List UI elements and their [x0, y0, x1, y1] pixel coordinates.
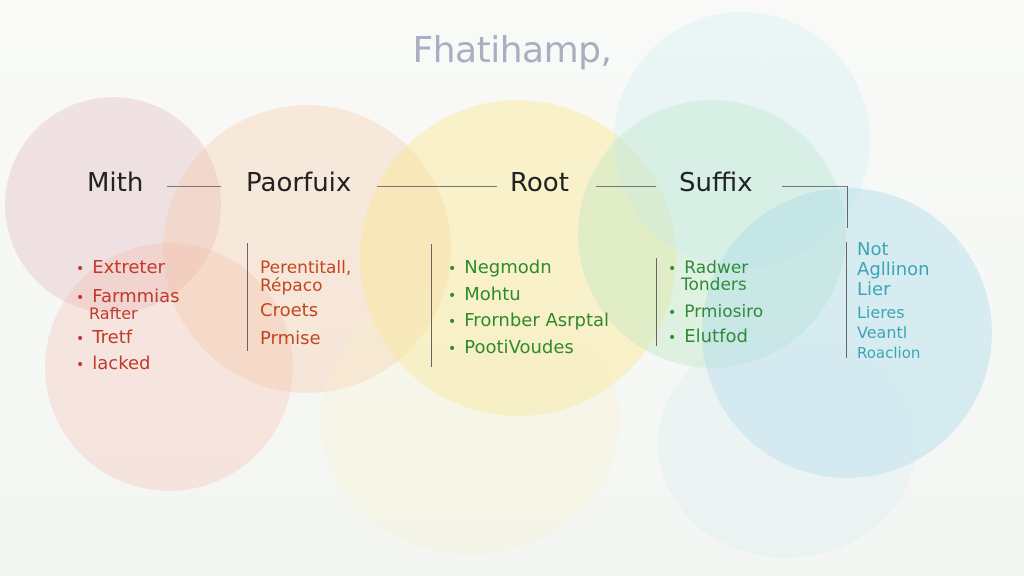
- circle-prefix: [163, 105, 451, 393]
- list-item: Farmmias: [76, 287, 179, 308]
- list-item: Tonders: [681, 275, 747, 295]
- list-item: Prmiosiro: [668, 302, 763, 323]
- branch-rule-root: [431, 244, 432, 367]
- connector-root-suffix: [596, 186, 656, 187]
- connector-suffix-extra: [782, 186, 848, 187]
- list-item: Not: [857, 239, 889, 260]
- list-item: Negmodn: [448, 258, 551, 279]
- list-item: Répaco: [260, 276, 323, 296]
- list-item: Lier: [857, 279, 891, 300]
- list-item: Tretf: [76, 328, 132, 349]
- list-item: Radwer: [668, 258, 748, 279]
- list-item: Frornber Asrptal: [448, 311, 609, 332]
- list-item: Mohtu: [448, 285, 520, 306]
- circle-extra: [702, 188, 992, 478]
- diagram-title: Fhatihamp,: [412, 30, 612, 71]
- list-item: Agllinon: [857, 259, 930, 280]
- list-item: Roaclion: [857, 344, 921, 362]
- list-item: Lieres: [857, 303, 905, 322]
- branch-rule-suffix: [656, 258, 657, 346]
- list-item: Croets: [260, 300, 319, 321]
- connector-prefix-root: [377, 186, 497, 187]
- connector-suffix-extra-drop: [847, 186, 848, 228]
- list-item: Perentitall,: [260, 258, 352, 278]
- node-root: Root: [510, 168, 569, 198]
- list-item: Prmise: [260, 328, 321, 349]
- connector-mith-prefix: [167, 186, 221, 187]
- branch-rule-extra: [846, 242, 847, 358]
- node-mith: Mith: [87, 168, 144, 198]
- circle-suffix: [578, 100, 846, 368]
- list-item: lacked: [76, 354, 150, 375]
- list-item: PootiVoudes: [448, 338, 574, 359]
- circle-bottom-right: [658, 330, 916, 558]
- list-item: Extreter: [76, 258, 165, 279]
- node-suffix: Suffix: [679, 168, 753, 198]
- list-item: Elutfod: [668, 327, 748, 348]
- node-prefix: Paorfuix: [246, 168, 352, 198]
- circle-top-right: [614, 12, 870, 268]
- list-item: Veantl: [857, 323, 908, 342]
- branch-rule-prefix: [247, 243, 248, 351]
- list-item: Rafter: [89, 304, 138, 323]
